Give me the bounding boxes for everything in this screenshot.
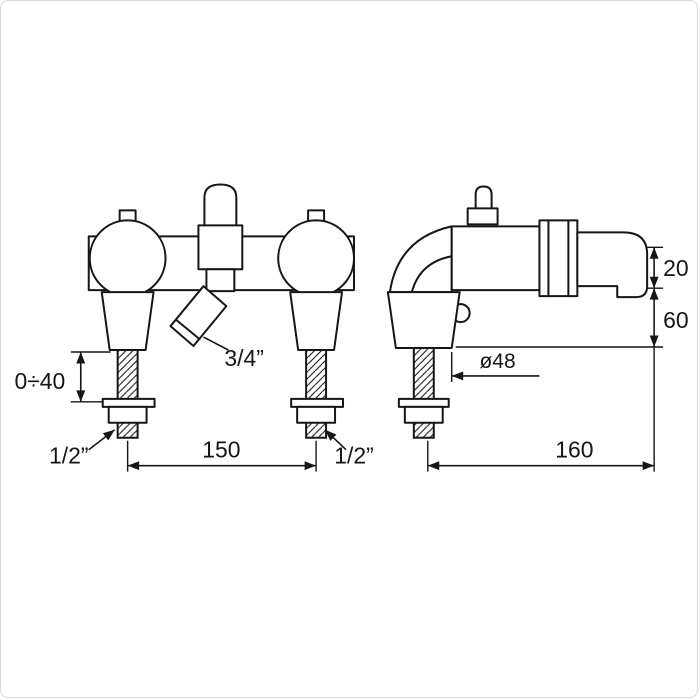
side-threaded-tail [412,347,435,439]
mixer-body-side [450,225,541,292]
dim-body-height: 60 [455,288,689,348]
dim-label-left-inlet: 1/2” [49,443,89,469]
label-left-inlet: 1/2” [49,429,116,469]
side-knob-collar [466,207,499,226]
side-flange [397,397,450,408]
dim-label-diverter-thread: 3/4” [224,345,263,371]
dim-label-body-height: 60 [663,307,689,333]
left-flange [101,397,156,408]
left-threaded-tail [116,349,139,439]
dim-label-inlet-spacing: 150 [202,437,240,463]
dim-height-range: 0÷40 [14,351,111,403]
dim-inlet-spacing: 150 [126,437,317,472]
spout [576,231,649,299]
left-escutcheon [100,291,155,351]
dim-spout-height: 20 [647,246,689,289]
front-view [87,183,355,439]
leader-line [324,429,347,451]
elbow-inner-curve [410,255,453,294]
dim-base-diameter: ø48 [451,350,540,382]
side-view [386,185,649,439]
dim-depth: 160 [427,347,655,472]
right-handle [277,219,355,298]
dim-label-base-diameter: ø48 [480,350,516,373]
dimensions: 0÷40 3/4” 1/2” 150 1/2” 20 [14,246,689,472]
dim-label-depth: 160 [555,437,593,463]
shower-outlet-nozzle [169,285,228,348]
side-knob [474,185,493,212]
right-threaded-tail [305,349,328,439]
label-diverter-thread: 3/4” [203,336,264,371]
leader-line [203,336,229,351]
leader-line [88,429,116,451]
right-escutcheon [289,291,344,351]
dim-label-right-inlet: 1/2” [334,443,374,469]
left-nut [107,405,148,424]
left-handle [88,219,167,298]
dim-label-spout-height: 20 [663,255,689,281]
label-right-inlet: 1/2” [324,429,374,469]
nozzle-cap-line [175,319,201,341]
right-nut [296,405,337,424]
dim-label-height-range: 0÷40 [14,368,65,394]
spout-nut [538,219,579,298]
right-flange [290,397,345,408]
side-escutcheon [386,291,461,350]
side-nut [403,405,444,424]
diverter-step [205,268,236,293]
diverter-body [197,224,244,271]
